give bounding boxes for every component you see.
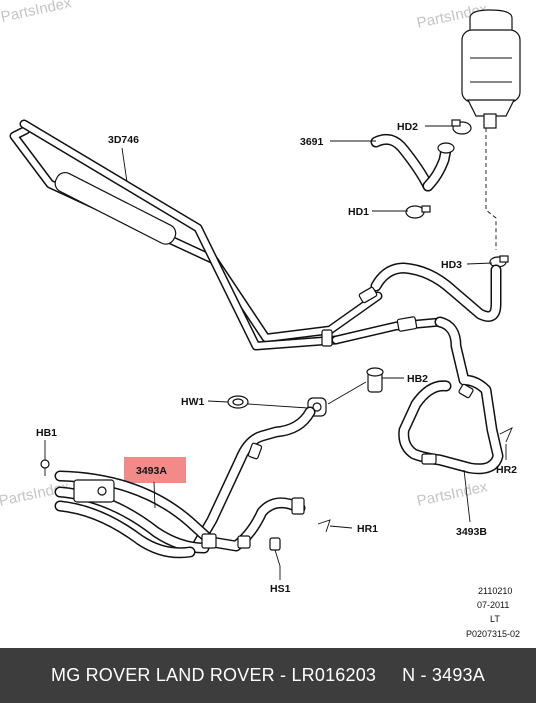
parts-diagram: PartsIndex PartsIndex PartsIndex PartsIn… xyxy=(0,0,521,639)
clamp-hd2 xyxy=(451,119,472,135)
drawing-ref-line-4: P0207315-02 xyxy=(466,629,520,639)
label-hb1: HB1 xyxy=(36,427,57,439)
washer-hw1 xyxy=(227,395,249,409)
label-hr2: HR2 xyxy=(496,464,517,476)
watermark-top-left: PartsIndex xyxy=(0,0,73,26)
footer-brand-part-number: MG ROVER LAND ROVER - LR016203 xyxy=(51,665,377,685)
reservoir xyxy=(461,9,521,129)
leader-lines xyxy=(44,125,507,580)
return-hose xyxy=(370,262,502,322)
label-hd1: HD1 xyxy=(348,206,369,218)
label-hw1: HW1 xyxy=(181,396,204,408)
bolt-hb1 xyxy=(40,459,50,476)
watermark-mid-right: PartsIndex xyxy=(415,478,489,510)
drawing-ref-line-3: LT xyxy=(490,614,500,624)
hose-3691 xyxy=(370,133,455,192)
label-3d746: 3D746 xyxy=(108,134,139,146)
drawing-ref-line-2: 07-2011 xyxy=(477,600,509,610)
label-hb2: HB2 xyxy=(407,373,428,385)
label-hs1: HS1 xyxy=(270,583,291,595)
label-hr1: HR1 xyxy=(357,523,378,535)
label-hd3: HD3 xyxy=(441,259,462,271)
clip-hr1 xyxy=(317,519,331,533)
drawing-ref-line-1: 2110210 xyxy=(478,586,512,596)
label-3493b: 3493B xyxy=(456,526,487,538)
banjo-bolt-hb2 xyxy=(366,367,384,393)
clamp-hd3 xyxy=(489,255,509,268)
label-hd2: HD2 xyxy=(397,121,418,133)
footer-bar: MG ROVER LAND ROVER - LR016203 N - 3493A xyxy=(0,648,536,703)
pipe-3493a xyxy=(54,406,316,559)
screw-hs1 xyxy=(269,537,281,567)
label-3493a: 3493A xyxy=(136,465,167,477)
label-3691: 3691 xyxy=(300,136,324,148)
pipe-3d746 xyxy=(9,119,445,351)
hose-3493b xyxy=(398,316,504,475)
clip-hr2 xyxy=(499,427,513,443)
clamp-hd1 xyxy=(405,205,431,219)
highlight-box xyxy=(124,457,186,483)
dashed-routing-line xyxy=(485,128,497,250)
footer-item-code: N - 3493A xyxy=(402,665,485,685)
